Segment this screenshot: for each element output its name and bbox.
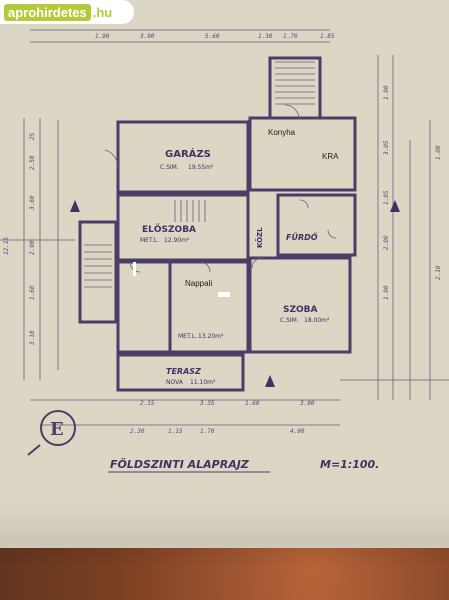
terrace-floor: NOVA <box>166 379 184 386</box>
garage-name: GARÁZS <box>165 147 211 160</box>
svg-text:2.15: 2.15 <box>140 400 155 407</box>
plan-title: FÖLDSZINTI ALAPRAJZ <box>110 457 250 471</box>
svg-text:1.60: 1.60 <box>245 400 260 407</box>
terrace-walls <box>116 353 245 392</box>
svg-text:1.30: 1.30 <box>258 33 273 40</box>
svg-text:2.10: 2.10 <box>435 265 442 280</box>
floor-plan-drawing: GARÁZS C.SIM. 19.55m² ELŐSZOBA MET.L. 12… <box>0 29 449 473</box>
hall-floor: MET.L. <box>140 237 159 244</box>
svg-text:4.90: 4.90 <box>290 428 305 435</box>
bottom-dimensions: 2.15 3.35 1.60 3.90 2.30 1.15 1.70 4.90 <box>130 400 315 435</box>
svg-text:2.50: 2.50 <box>29 155 36 170</box>
kitchen-label: Konyha <box>268 128 296 137</box>
room-walls <box>248 256 352 354</box>
kitchen-walls <box>248 116 357 192</box>
svg-text:3.35: 3.35 <box>199 400 215 407</box>
left-dimensions: 25 2.50 3.60 2.90 1.60 3.10 12.15 <box>3 132 36 346</box>
overlay-marker-small <box>133 262 136 276</box>
top-dimensions: 1.90 3.90 5.60 1.30 1.70 1.85 <box>95 33 335 40</box>
svg-text:2.00: 2.00 <box>383 235 390 250</box>
svg-text:1.70: 1.70 <box>283 33 298 40</box>
garage-area: 19.55m² <box>188 164 214 171</box>
walls <box>78 56 357 392</box>
room-floor: C.SIM. <box>280 317 299 324</box>
watermark-tld: .hu <box>92 4 113 20</box>
garage-walls <box>116 120 250 194</box>
bath-name: FÜRDŐ <box>286 232 318 242</box>
svg-text:3.10: 3.10 <box>29 330 36 346</box>
svg-text:12.15: 12.15 <box>3 237 10 255</box>
svg-text:3.90: 3.90 <box>299 400 315 407</box>
stair-steps <box>84 61 315 288</box>
svg-text:1.90: 1.90 <box>383 85 390 100</box>
site-watermark: aprohirdetes .hu <box>0 0 134 24</box>
svg-text:3.60: 3.60 <box>29 195 36 211</box>
svg-text:3.90: 3.90 <box>139 33 155 40</box>
living-floor: MET.L. <box>178 333 197 340</box>
plan-scale: M=1:100. <box>320 458 379 471</box>
living-walls <box>116 260 250 354</box>
elevation-arrows <box>70 200 400 387</box>
svg-text:1.90: 1.90 <box>95 33 110 40</box>
corridor-name: KÖZL <box>255 227 264 248</box>
right-dimensions: 1.90 3.05 1.95 2.00 1.90 1.00 2.10 <box>383 85 442 300</box>
living-label: Nappali <box>185 279 212 288</box>
hall-name: ELŐSZOBA <box>142 224 196 235</box>
outer-dimension-lines <box>0 29 449 426</box>
svg-text:1.00: 1.00 <box>435 145 442 160</box>
architect-stamp-logo: E <box>27 410 76 456</box>
terrace-area: 11.10m² <box>190 379 216 386</box>
garage-floor: C.SIM. <box>160 164 179 171</box>
bath-walls <box>276 193 357 257</box>
svg-text:1.15: 1.15 <box>168 428 183 435</box>
svg-text:1.60: 1.60 <box>29 285 36 300</box>
svg-text:E: E <box>50 419 64 440</box>
living-area: 13.20m² <box>198 333 224 340</box>
svg-text:1.70: 1.70 <box>200 428 215 435</box>
svg-text:1.90: 1.90 <box>383 285 390 300</box>
pantry-label: KRA <box>322 152 339 161</box>
svg-text:5.60: 5.60 <box>205 33 220 40</box>
watermark-name: aprohirdetes <box>4 3 91 21</box>
svg-text:1.85: 1.85 <box>320 33 335 40</box>
terrace-name: TERASZ <box>166 367 201 376</box>
blueprint-paper <box>0 0 449 548</box>
room-area: 18.00m² <box>304 317 330 324</box>
door-swings <box>104 104 337 273</box>
svg-text:1.95: 1.95 <box>383 190 390 205</box>
svg-text:25: 25 <box>29 132 36 140</box>
overlay-marker <box>218 292 230 297</box>
paper-fold-shadow <box>0 500 449 570</box>
svg-text:3.05: 3.05 <box>383 140 390 156</box>
room-name: SZOBA <box>283 305 318 315</box>
svg-text:2.30: 2.30 <box>130 428 145 435</box>
svg-text:2.90: 2.90 <box>29 240 36 255</box>
entrance-porch <box>78 220 118 324</box>
hall-area: 12.90m² <box>164 237 190 244</box>
